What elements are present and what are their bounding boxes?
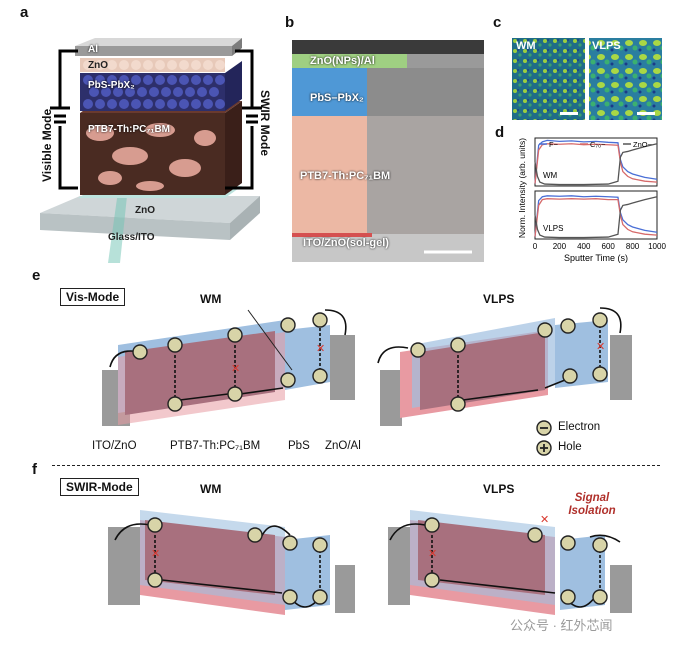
layer-pbs: PbS-PbX₂	[88, 80, 135, 91]
signal-isolation-annotation: Signal Isolation	[568, 492, 616, 517]
e-vlps-header: VLPS	[483, 292, 515, 306]
x-axis-label: Sputter Time (s)	[564, 253, 628, 263]
watermark: 公众号 · 红外芯闻	[510, 618, 613, 633]
svg-text:✕: ✕	[316, 343, 325, 355]
panel-c-label: c	[493, 14, 502, 31]
electron-legend-label: Electron	[558, 421, 601, 433]
electron-legend-icon	[536, 420, 552, 436]
layer-al: Al	[88, 44, 98, 55]
svg-text:✕: ✕	[151, 548, 160, 560]
afm-label-vlps: VLPS	[592, 40, 621, 52]
e-label-zno-al: ZnO/Al	[325, 440, 361, 452]
layer-ptb7: PTB7-Th:PC₇₁BM	[88, 124, 171, 135]
panel-f-label: f	[32, 461, 37, 478]
e-wm-header: WM	[200, 292, 222, 306]
visible-mode-label: Visible Mode	[40, 108, 54, 182]
afm-images	[512, 38, 662, 120]
legend-label: ZnO−	[633, 140, 653, 149]
panel-b-label: b	[285, 14, 295, 31]
panel-a-label: a	[20, 4, 29, 21]
x-tick-label: 200	[553, 242, 567, 251]
series-line	[534, 198, 658, 237]
sem-label-ptb7: PTB7-Th:PC₇₁BM	[300, 170, 391, 182]
x-tick-label: 400	[577, 242, 591, 251]
series-line	[534, 139, 658, 184]
svg-text:✕: ✕	[428, 548, 437, 560]
layer-zno-bottom: ZnO	[135, 205, 155, 216]
legend-label: C₇₀−	[590, 140, 606, 149]
e-label-pbs: PbS	[288, 440, 310, 452]
panel-d-label: d	[495, 124, 505, 141]
layer-zno-top: ZnO	[88, 60, 108, 71]
vis-mode-band-diagrams: ✕ ✕ ✕	[102, 307, 632, 426]
series-line	[534, 143, 658, 186]
svg-text:✕: ✕	[596, 341, 605, 353]
device-stack-illustration	[40, 38, 262, 263]
section-divider	[52, 465, 660, 466]
swir-mode-box: SWIR-Mode	[60, 478, 139, 496]
sem-label-pbs: PbS–PbX₂	[310, 92, 364, 104]
afm-label-wm: WM	[516, 40, 536, 52]
legend-label: F−	[549, 140, 559, 149]
swir-mode-band-diagrams: ✕ ✕ ✕	[108, 510, 632, 615]
svg-text:✕: ✕	[231, 363, 240, 375]
e-label-ptb7: PTB7-Th:PC₇₁BM	[170, 440, 261, 452]
x-tick-label: 1000	[648, 242, 666, 251]
x-tick-label: 600	[602, 242, 616, 251]
swir-mode-label: SWIR Mode	[258, 90, 272, 156]
x-tick-label: 800	[626, 242, 640, 251]
subplot-label: WM	[543, 171, 558, 180]
e-label-ito-zno: ITO/ZnO	[92, 440, 137, 452]
layer-glass-ito: Glass/ITO	[108, 232, 155, 243]
y-axis-label: Norm. Intensity (arb. units)	[517, 138, 527, 238]
x-tick-label: 0	[533, 242, 538, 251]
vis-mode-box: Vis-Mode	[60, 288, 126, 306]
svg-text:✕: ✕	[540, 514, 549, 526]
sem-cross-section	[292, 40, 484, 262]
f-wm-header: WM	[200, 482, 222, 496]
subplot-frame	[534, 137, 658, 187]
f-vlps-header: VLPS	[483, 482, 515, 496]
hole-legend-icon	[536, 440, 552, 456]
series-line	[534, 195, 658, 237]
panel-e-label: e	[32, 267, 41, 284]
tof-sims-chart: WM VLPS F− C₇₀− ZnO− 0 200 400 600 800 1000Sputter…	[517, 137, 666, 263]
sem-label-ito: ITO/ZnO(sol-gel)	[303, 237, 389, 249]
subplot-label: VLPS	[543, 224, 563, 233]
hole-legend-label: Hole	[558, 441, 582, 453]
sem-label-zno-al: ZnO(NPs)/Al	[310, 55, 375, 67]
series-line	[534, 196, 658, 239]
